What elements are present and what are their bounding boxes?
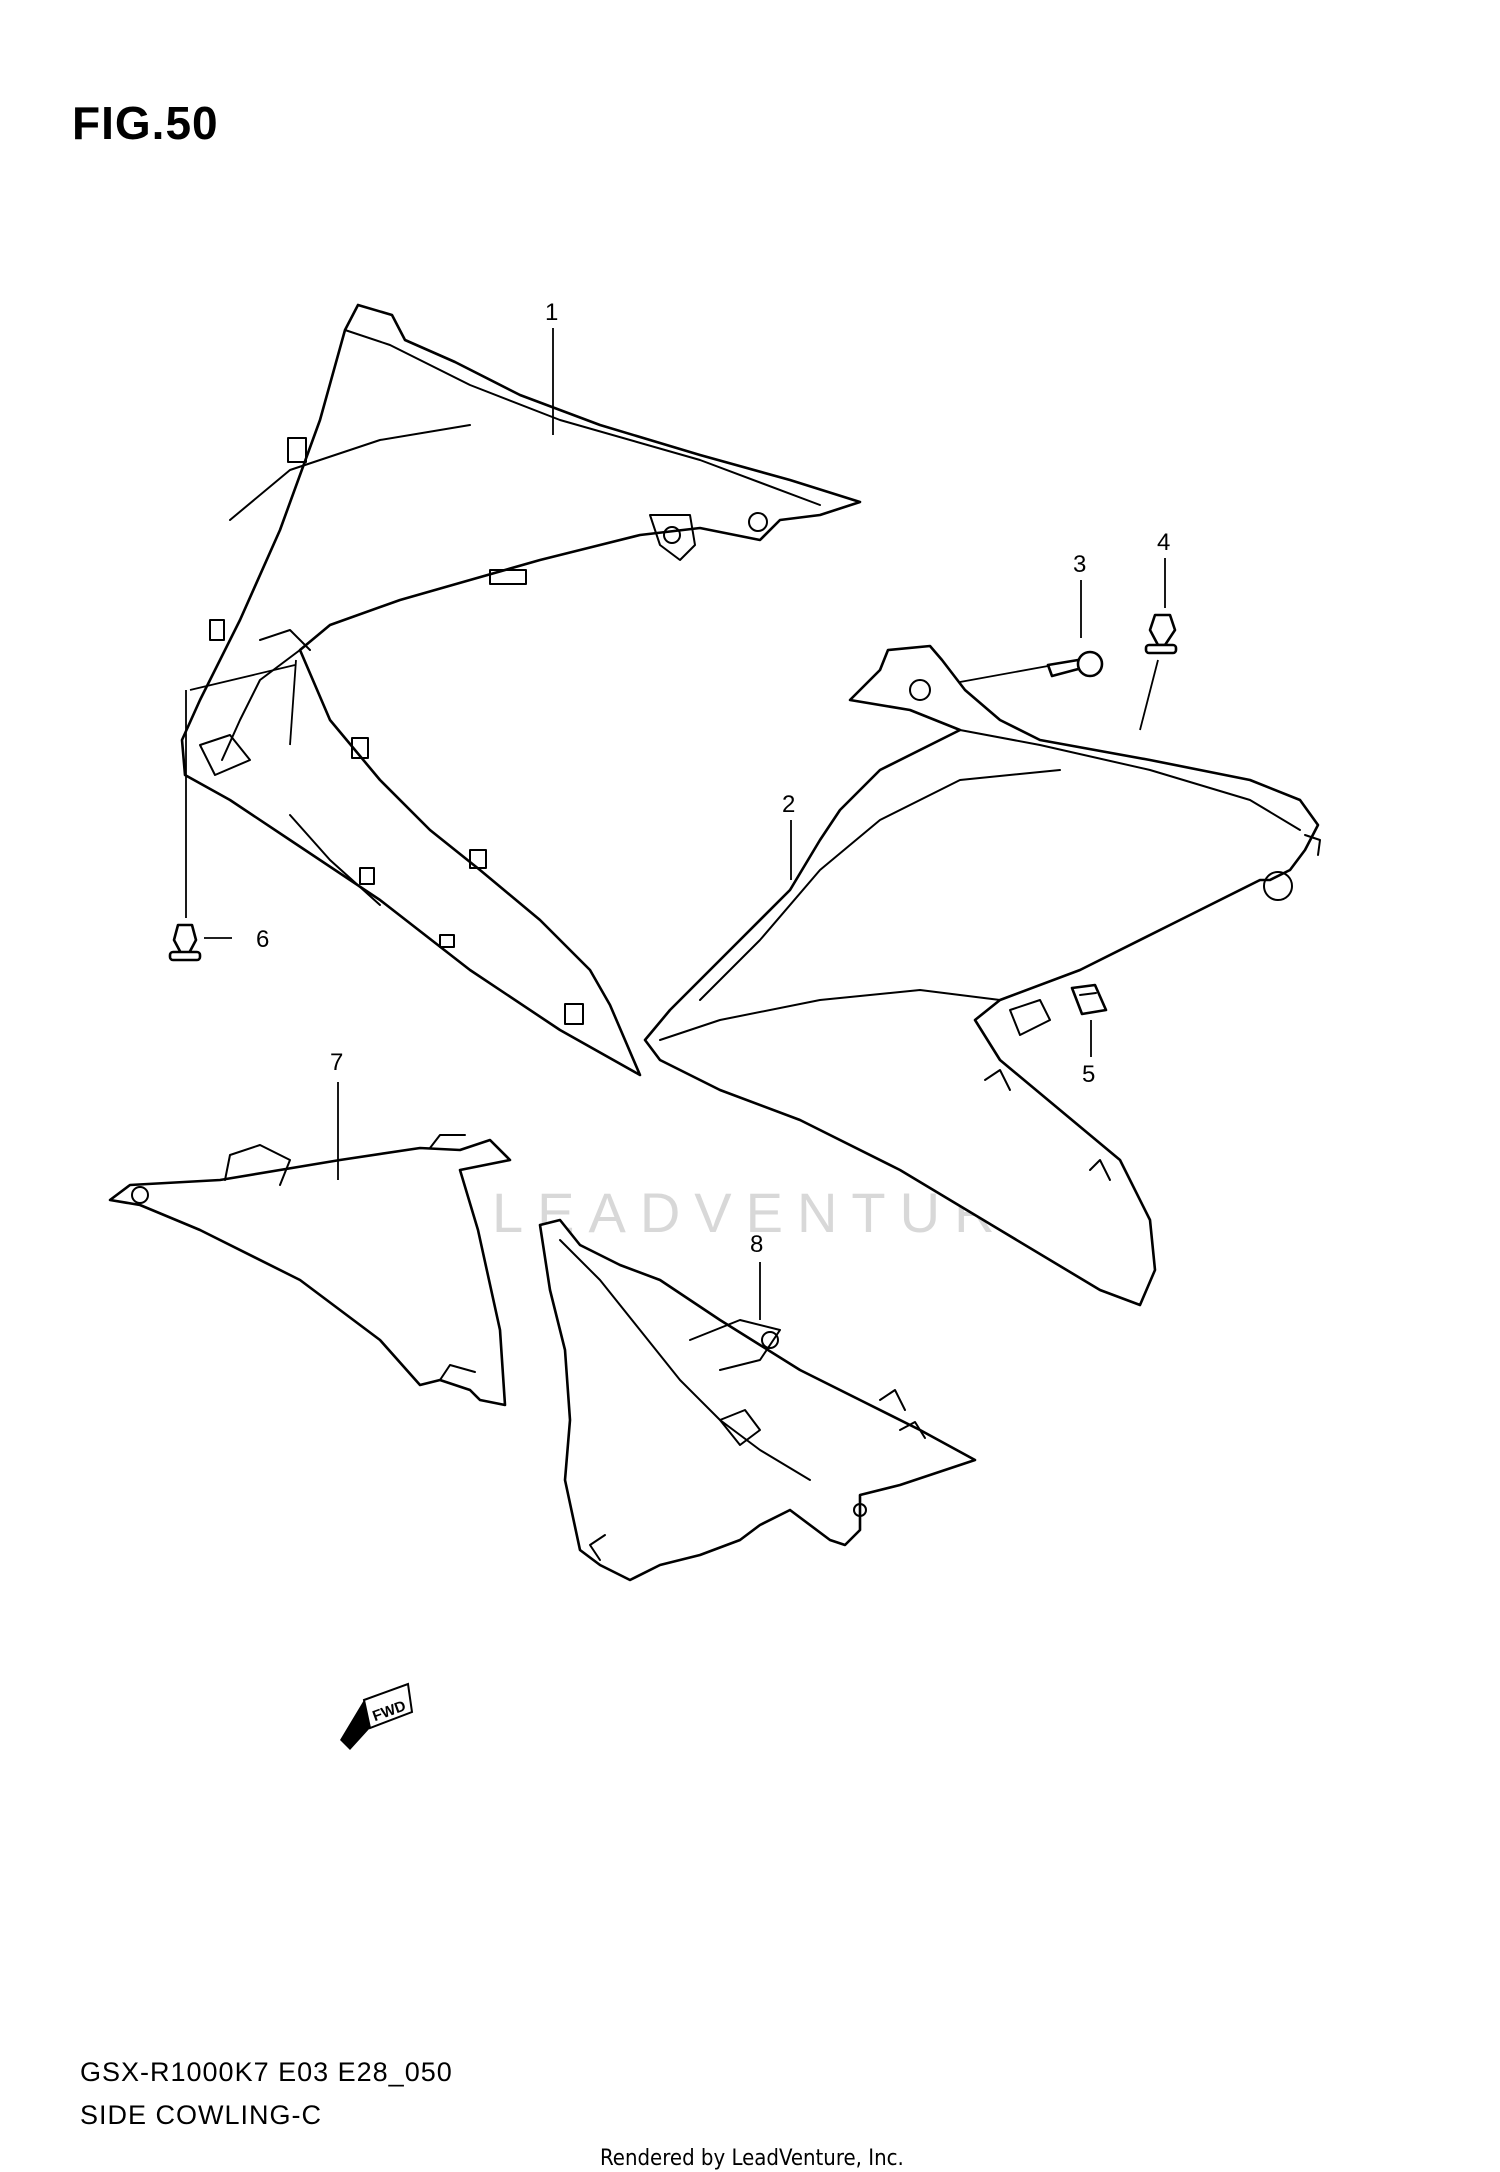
callout-7: 7 — [330, 1049, 343, 1076]
fwd-arrow-icon: FWD — [340, 1682, 414, 1750]
callout-2: 2 — [782, 791, 795, 818]
callout-3: 3 — [1073, 551, 1086, 578]
callout-8: 8 — [750, 1231, 763, 1258]
part-3-screw[interactable] — [1046, 650, 1104, 678]
figure-title: FIG.50 — [72, 97, 219, 149]
part-8-inner-cover[interactable] — [538, 1218, 977, 1582]
part-5-nut-clip[interactable] — [1070, 983, 1108, 1016]
leader-lines — [185, 328, 1166, 1320]
part-2-side-cowling[interactable] — [643, 644, 1321, 1307]
section-title: SIDE COWLING-C — [80, 2100, 323, 2130]
callout-6: 6 — [256, 926, 269, 953]
callout-5: 5 — [1082, 1061, 1095, 1088]
callout-4: 4 — [1157, 529, 1170, 556]
render-credit: Rendered by LeadVenture, Inc. — [600, 2146, 904, 2171]
callout-1: 1 — [545, 299, 558, 326]
part-6-clip[interactable] — [168, 923, 202, 962]
model-code: GSX-R1000K7 E03 E28_050 — [80, 2057, 453, 2087]
part-4-clip[interactable] — [1144, 613, 1178, 655]
part-1-side-cowling-upper[interactable] — [180, 303, 862, 1077]
part-7-inner-cover[interactable] — [108, 1134, 512, 1407]
